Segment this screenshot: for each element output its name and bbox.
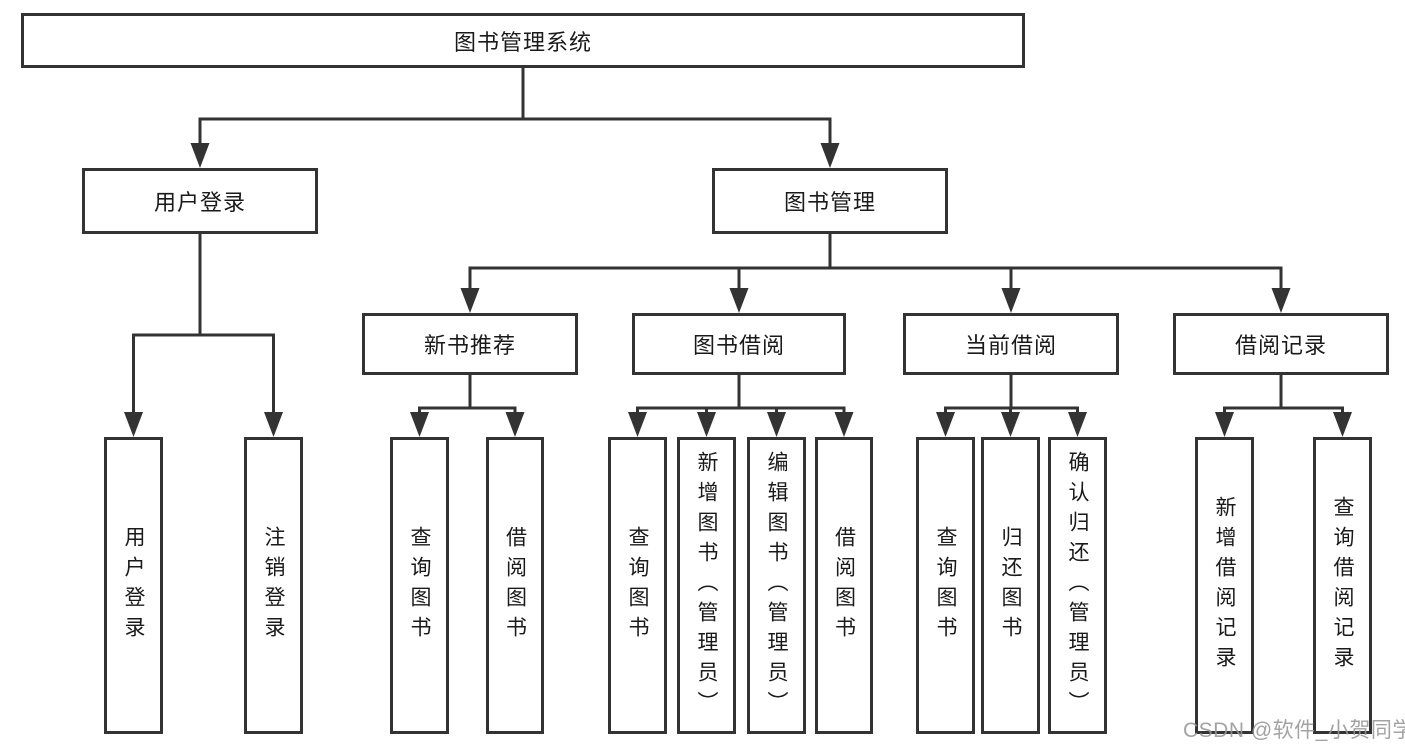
leaf-return-book: 归还图书 xyxy=(981,437,1040,734)
node-label: 借阅图书 xyxy=(503,525,527,646)
node-label: 查询图书 xyxy=(408,525,431,646)
edge-borrowing-to-leaves xyxy=(636,373,846,420)
leaf-borrow-books-1: 借阅图书 xyxy=(486,437,544,734)
tree-edges xyxy=(132,66,1344,420)
leaf-query-books-3: 查询图书 xyxy=(916,437,975,734)
leaf-add-borrow-record: 新增借阅记录 xyxy=(1195,437,1254,734)
node-label: 图书借阅 xyxy=(692,333,785,358)
leaf-query-borrow-record: 查询借阅记录 xyxy=(1313,437,1372,734)
edge-bookmgmt-to-level3 xyxy=(468,232,1283,296)
node-user-login-branch: 用户登录 xyxy=(82,168,318,234)
node-current-borrowing: 当前借阅 xyxy=(903,313,1119,375)
leaf-confirm-return-admin: 确认归还（管理员） xyxy=(1048,437,1107,734)
leaf-user-login: 用户登录 xyxy=(104,437,163,734)
node-book-borrowing: 图书借阅 xyxy=(632,313,846,375)
node-label: 确认归还（管理员） xyxy=(1066,450,1089,721)
csdn-watermark: CSDN @软件_小贺同学 xyxy=(1183,719,1405,742)
node-new-book-recommend: 新书推荐 xyxy=(362,313,578,375)
leaf-logout: 注销登录 xyxy=(244,437,303,734)
node-system-root: 图书管理系统 xyxy=(21,13,1025,68)
edge-userlogin-to-leaves xyxy=(132,232,275,420)
leaf-edit-book-admin: 编辑图书（管理员） xyxy=(747,437,806,734)
node-label: 注销登录 xyxy=(262,525,285,646)
node-label: 新增图书（管理员） xyxy=(695,450,718,721)
node-label: 图书管理系统 xyxy=(453,29,592,55)
node-borrowing-records: 借阅记录 xyxy=(1173,313,1389,375)
node-label: 查询图书 xyxy=(934,525,957,646)
node-label: 归还图书 xyxy=(999,525,1022,646)
node-label: 借阅记录 xyxy=(1234,333,1327,358)
edge-records-to-leaves xyxy=(1223,373,1344,420)
leaf-add-book-admin: 新增图书（管理员） xyxy=(677,437,736,734)
leaf-query-books-2: 查询图书 xyxy=(608,437,667,734)
node-label: 图书管理 xyxy=(783,190,876,215)
node-book-management-branch: 图书管理 xyxy=(712,168,948,234)
edge-root-to-level2 xyxy=(198,66,832,150)
edge-newbooks-to-leaves xyxy=(418,373,517,420)
node-label: 新书推荐 xyxy=(423,333,516,358)
node-label: 编辑图书（管理员） xyxy=(765,450,788,721)
node-label: 查询图书 xyxy=(626,525,649,646)
node-label: 新增借阅记录 xyxy=(1213,495,1236,676)
node-label: 借阅图书 xyxy=(832,525,856,646)
node-label: 当前借阅 xyxy=(964,333,1057,358)
node-label: 用户登录 xyxy=(153,190,246,215)
node-label: 用户登录 xyxy=(122,525,145,646)
node-label: 查询借阅记录 xyxy=(1331,495,1354,676)
leaf-query-books-1: 查询图书 xyxy=(390,437,449,734)
leaf-borrow-books-2: 借阅图书 xyxy=(815,437,873,734)
